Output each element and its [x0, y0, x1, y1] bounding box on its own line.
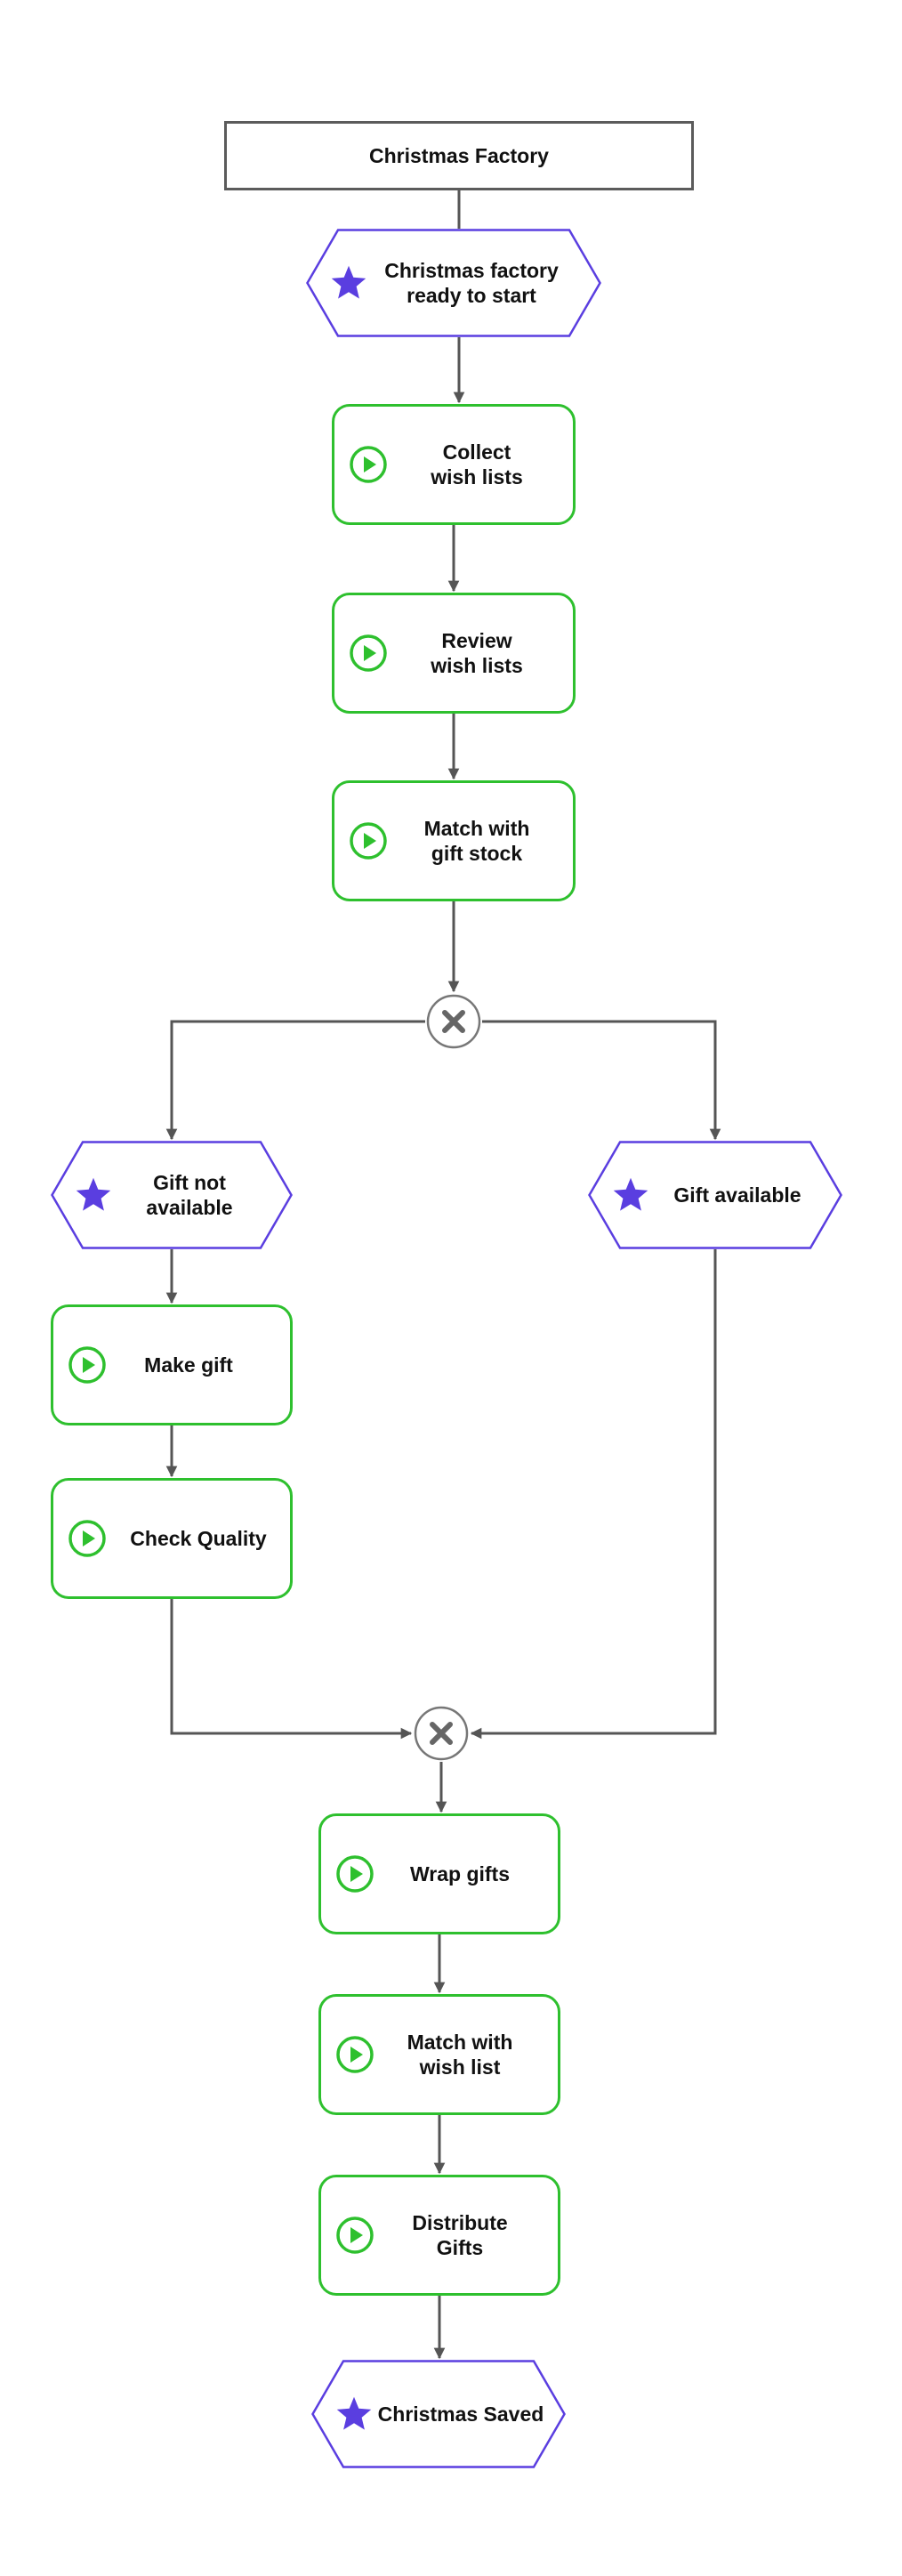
edge-check-to-merge — [170, 1599, 413, 1740]
event-label: Christmas Saved — [377, 2402, 544, 2426]
exclusive-split-gateway[interactable] — [425, 993, 482, 1050]
event-hexagon-shape — [311, 2360, 566, 2468]
event-christmas-factory-ready[interactable]: Christmas factory ready to start — [306, 229, 601, 337]
activity-check-quality[interactable]: Check Quality — [51, 1478, 293, 1599]
activity-review-wish-lists[interactable]: Review wish lists — [332, 593, 576, 714]
event-gift-available[interactable]: Gift available — [588, 1141, 842, 1249]
play-icon — [336, 1855, 374, 1893]
activity-make-gift[interactable]: Make gift — [51, 1304, 293, 1425]
star-icon — [331, 265, 366, 299]
activity-match-wish-list[interactable]: Match with wish list — [318, 1994, 560, 2115]
activity-match-gift-stock[interactable]: Match with gift stock — [332, 780, 576, 901]
event-christmas-saved[interactable]: Christmas Saved — [311, 2360, 566, 2468]
edge-split-to-available — [482, 1020, 721, 1141]
event-hexagon-shape — [51, 1141, 293, 1249]
diagram-title: Christmas Factory — [224, 121, 694, 190]
event-label: Gift not available — [146, 1171, 233, 1219]
activity-label: Collect wish lists — [431, 440, 523, 489]
play-icon — [350, 446, 387, 483]
activity-label: Review wish lists — [431, 629, 523, 677]
activity-collect-wish-lists[interactable]: Collect wish lists — [332, 404, 576, 525]
edge-split-to-not-available — [165, 1020, 425, 1141]
play-icon — [350, 822, 387, 860]
play-icon — [350, 634, 387, 672]
event-label: Gift available — [673, 1183, 801, 1207]
activity-label: Match with gift stock — [423, 817, 530, 865]
edge-available-to-merge — [470, 1249, 717, 1740]
star-icon — [76, 1177, 111, 1211]
play-icon — [336, 2217, 374, 2254]
event-hexagon-shape — [588, 1141, 842, 1249]
activity-label: Make gift — [144, 1353, 233, 1377]
exclusive-merge-gateway[interactable] — [413, 1705, 470, 1762]
event-label: Christmas factory ready to start — [384, 259, 559, 307]
play-icon — [68, 1520, 106, 1557]
activity-wrap-gifts[interactable]: Wrap gifts — [318, 1813, 560, 1934]
play-icon — [336, 2036, 374, 2073]
activity-label: Distribute Gifts — [412, 2211, 508, 2259]
event-gift-not-available[interactable]: Gift not available — [51, 1141, 293, 1249]
star-icon — [336, 2396, 372, 2430]
play-icon — [68, 1346, 106, 1384]
activity-label: Check Quality — [130, 1527, 267, 1550]
activity-distribute-gifts[interactable]: Distribute Gifts — [318, 2175, 560, 2296]
event-hexagon-shape — [306, 229, 601, 337]
diagram-title-text: Christmas Factory — [369, 144, 549, 167]
activity-label: Wrap gifts — [409, 1862, 511, 1886]
star-icon — [613, 1177, 648, 1211]
activity-label: Match with wish list — [407, 2031, 513, 2079]
